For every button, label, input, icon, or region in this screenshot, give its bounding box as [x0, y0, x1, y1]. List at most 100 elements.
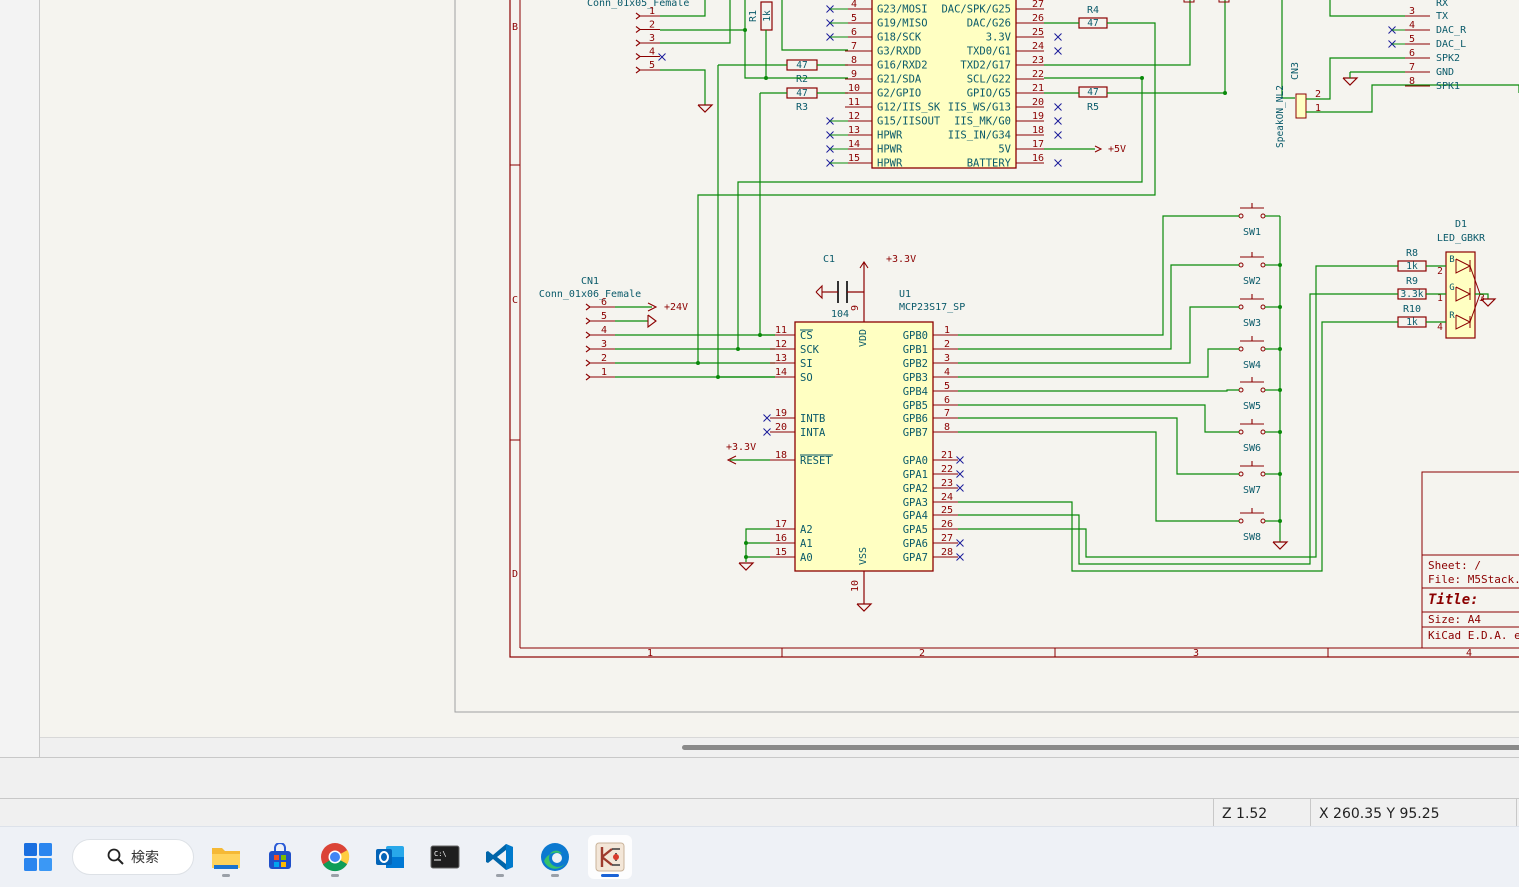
- wire: [1281, 0, 1295, 99]
- chrome-icon: [321, 843, 350, 872]
- m5-pin-label: TXD2/G17: [960, 60, 1011, 72]
- m5-pin-number: 10: [848, 83, 860, 94]
- r2-ref: R2: [796, 74, 808, 85]
- m5-pin-label: DAC/SPK/G25: [941, 4, 1011, 16]
- u1-body: [794, 321, 934, 572]
- wire: [958, 348, 1239, 378]
- m5-pin-number: 8: [851, 55, 857, 66]
- vscode-button[interactable]: [478, 835, 522, 879]
- spk-conn-label: DAC_R: [1436, 25, 1467, 36]
- cn1-pin-number: 6: [601, 297, 607, 308]
- no-connect: [1054, 159, 1062, 167]
- switch-ref: SW2: [1243, 276, 1261, 287]
- m5-pin-label: IIS_WS/G13: [948, 102, 1011, 114]
- horizontal-scrollbar-thumb[interactable]: [682, 745, 1519, 750]
- d1-color-label: G: [1449, 283, 1454, 293]
- title-sheet: Sheet: /: [1428, 559, 1481, 572]
- power-arrow: [647, 302, 658, 312]
- wire: [958, 431, 1239, 522]
- u1-pin-number: 8: [944, 422, 950, 433]
- d1-ref: D1: [1455, 219, 1467, 230]
- u1-pin-label: A1: [800, 538, 813, 550]
- u1-vdd-number: 9: [850, 305, 861, 311]
- u1-pin-number: 15: [775, 547, 787, 558]
- store-button[interactable]: [258, 835, 302, 879]
- d1-led-symbol: [1455, 314, 1472, 330]
- outlook-button[interactable]: [368, 835, 412, 879]
- u1-pin-label: A2: [800, 524, 813, 536]
- spk-conn-pin-number: 8: [1409, 76, 1415, 87]
- file-explorer-button[interactable]: [204, 835, 248, 879]
- cn2-pin-number: 3: [649, 33, 655, 44]
- cn1-pin: [585, 303, 591, 311]
- start-button[interactable]: [16, 835, 60, 879]
- u1-pin-number: 11: [775, 325, 787, 336]
- m5-pin-number: 13: [848, 125, 860, 136]
- kicad-eeschema-icon: [595, 842, 625, 872]
- cn2-pin: [635, 66, 641, 74]
- m5-pin-number: 17: [1032, 139, 1044, 150]
- title-file: File: M5Stack.k: [1428, 573, 1519, 586]
- u1-pin-number: 7: [944, 408, 950, 419]
- cn1-value: Conn_01x06_Female: [539, 289, 641, 300]
- r10-value: 1k: [1406, 317, 1418, 328]
- u1-pin-number: 26: [941, 519, 953, 530]
- no-connect: [956, 539, 964, 547]
- r4-value: 47: [1087, 18, 1098, 29]
- cn1-pin-number: 4: [601, 325, 607, 336]
- horizontal-scrollbar[interactable]: [40, 737, 1519, 758]
- m5-pin-number: 7: [851, 41, 857, 52]
- column-number: 2: [919, 648, 925, 659]
- m5-pin-number: 23: [1032, 55, 1044, 66]
- switch-contact: [1260, 387, 1266, 393]
- cn2-pin: [635, 39, 641, 47]
- u1-pin-label: GPA6: [903, 538, 928, 550]
- switch-ref: SW3: [1243, 318, 1261, 329]
- d1-pin-number: 1: [1437, 293, 1443, 304]
- m5-pin-number: 14: [848, 139, 860, 150]
- junction: [696, 361, 700, 365]
- spk-conn-pin-number: 5: [1409, 34, 1415, 45]
- m5-pin-label: BATTERY: [967, 158, 1012, 170]
- wire: [744, 0, 787, 79]
- u1-pin-number: 3: [944, 353, 950, 364]
- junction: [743, 28, 747, 32]
- cursor-coords-readout: X 260.35 Y 95.25: [1310, 799, 1519, 827]
- m5-pin-label: G15/IISOUT: [877, 116, 941, 128]
- u1-pin-label: INTB: [800, 413, 825, 425]
- switch-contact: [1238, 429, 1244, 435]
- wire: [697, 22, 1156, 364]
- junction: [744, 541, 748, 545]
- cn2-pin-number: 5: [649, 60, 655, 71]
- u1-pin-label: GPB5: [903, 400, 928, 412]
- r1-value: 1k: [762, 10, 773, 22]
- u1-pin-number: 22: [941, 464, 953, 475]
- r9-ref: R9: [1406, 276, 1418, 287]
- store-icon: [269, 843, 291, 869]
- u1-pin-label: SO: [800, 372, 813, 384]
- no-connect: [763, 414, 771, 422]
- chrome-button[interactable]: [313, 835, 357, 879]
- u1-pin-number: 16: [775, 533, 787, 544]
- zone-letter: B: [512, 22, 518, 33]
- u1-pin-label: GPA3: [903, 497, 928, 509]
- wire: [737, 77, 1143, 350]
- terminal-button[interactable]: C:\: [423, 835, 467, 879]
- u1-pin-number: 17: [775, 519, 787, 530]
- cn3-value: SpeakON_NL2: [1275, 85, 1286, 148]
- cn2-pin-number: 4: [649, 47, 655, 58]
- switch-contact: [1238, 518, 1244, 524]
- taskbar-search[interactable]: 検索: [72, 839, 194, 875]
- edge-button[interactable]: [533, 835, 577, 879]
- page-border: [454, 0, 1519, 713]
- m5-pin-number: 25: [1032, 27, 1044, 38]
- cn3-pin-number: 1: [1315, 103, 1321, 114]
- kicad-button[interactable]: [588, 835, 632, 879]
- u1-pin-label: GPB6: [903, 413, 928, 425]
- m5-pin-number: 12: [848, 111, 860, 122]
- zoom-readout: Z 1.52: [1213, 799, 1314, 827]
- no-connect: [956, 456, 964, 464]
- m5-pin-label: G18/SCK: [877, 32, 922, 44]
- spk-conn-pin-number: 6: [1409, 48, 1415, 59]
